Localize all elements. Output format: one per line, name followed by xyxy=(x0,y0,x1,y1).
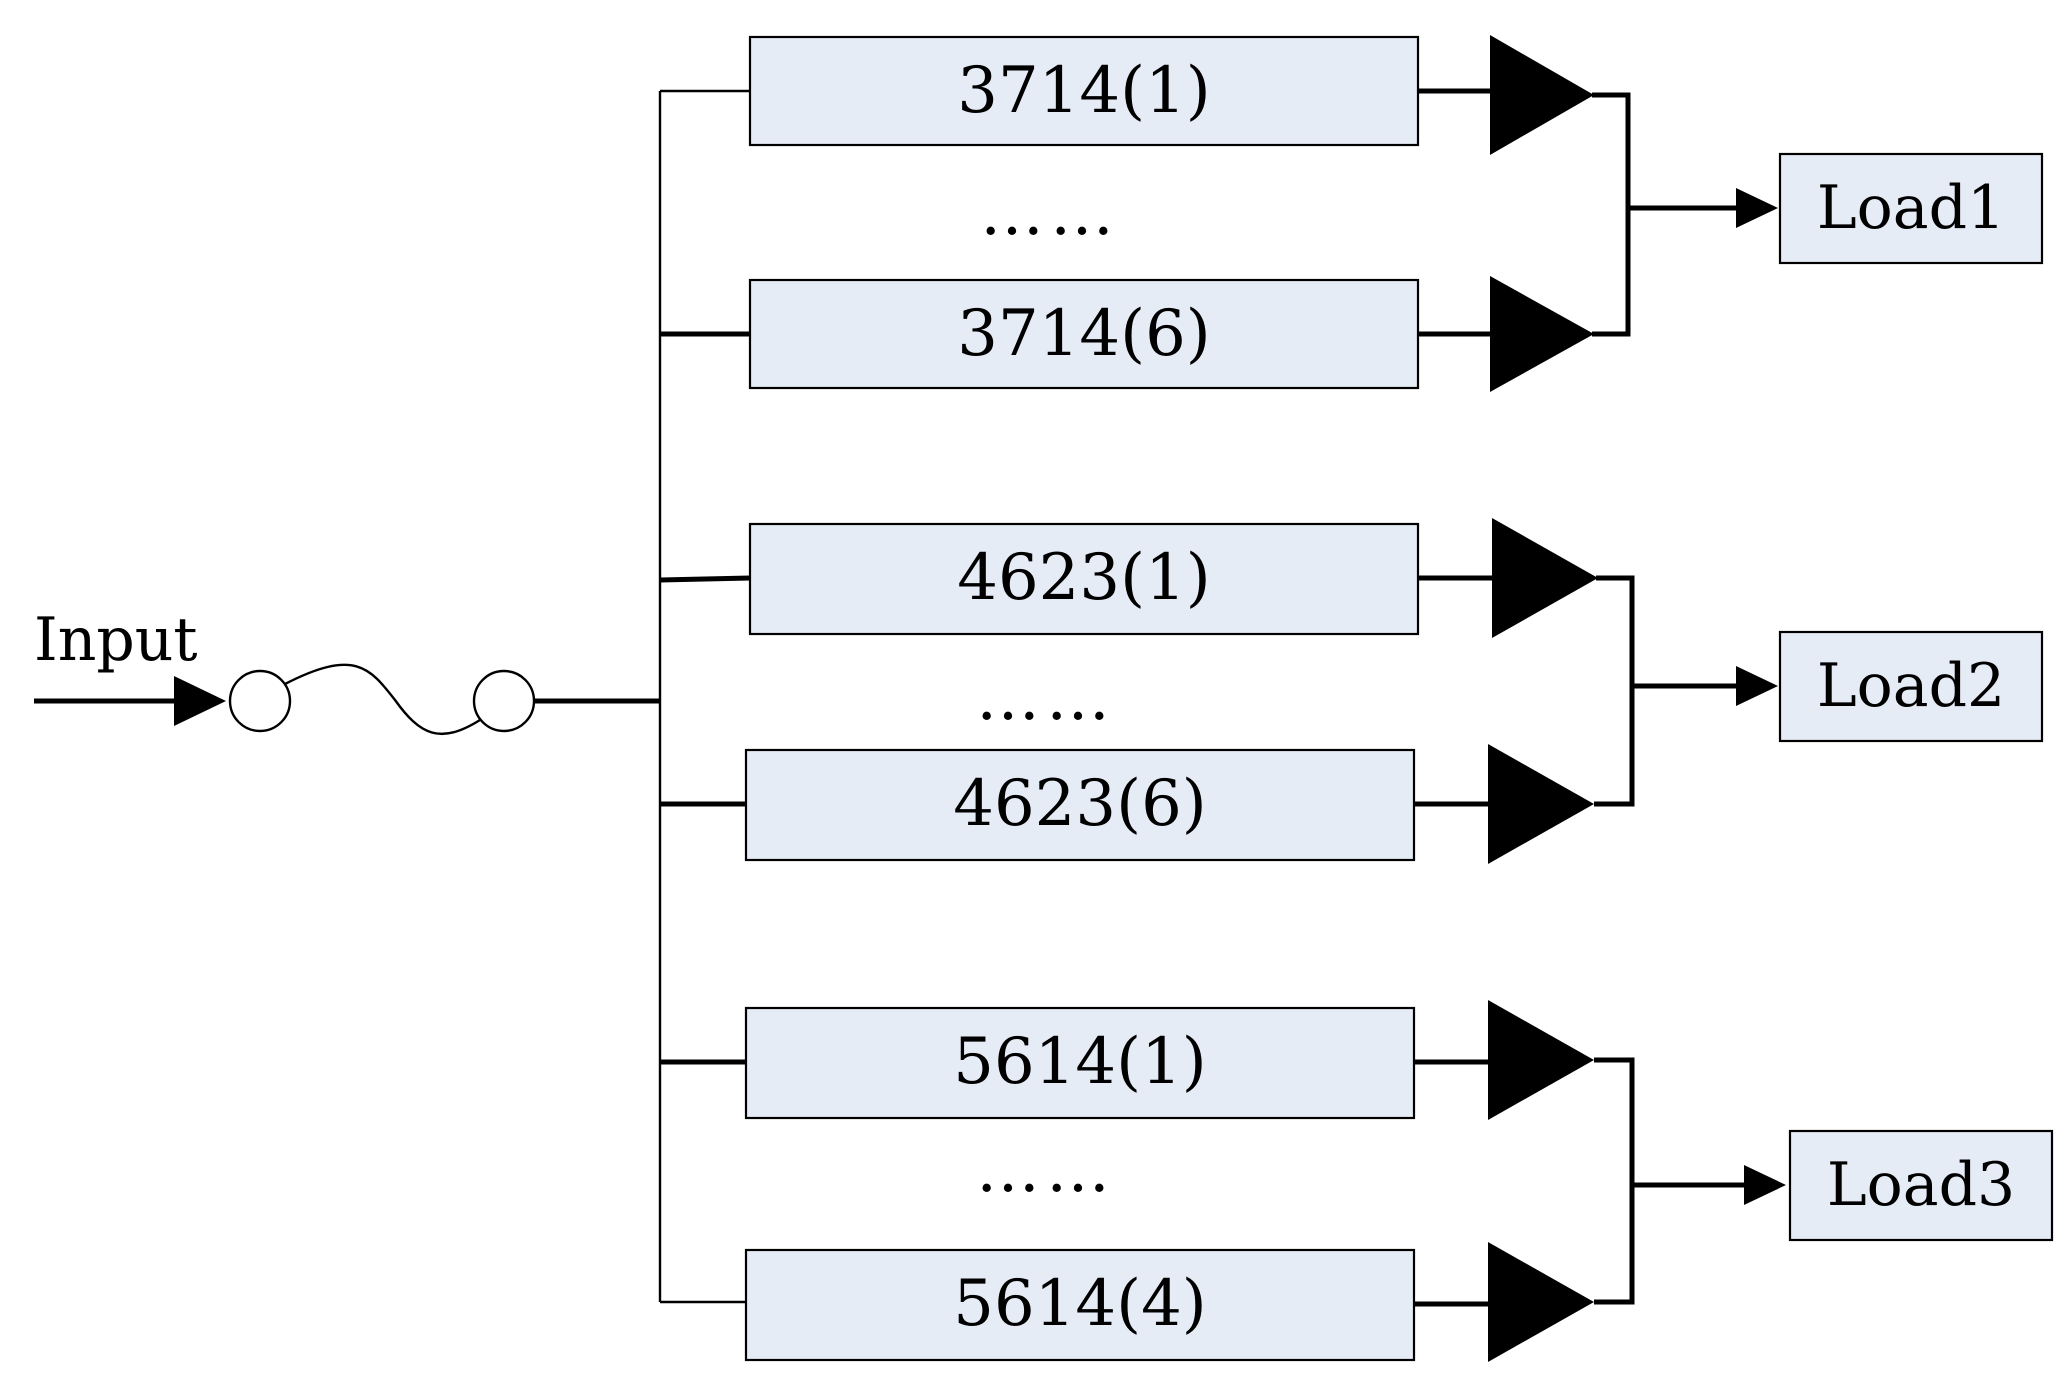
group-3: 5614(1) …… 5614(4) Load3 xyxy=(660,1000,2054,1362)
module-label: 5614(4) xyxy=(953,1267,1207,1341)
amplifier-triangle xyxy=(1490,35,1594,155)
group-2: 4623(1) …… 4623(6) Load2 xyxy=(659,518,2044,864)
module-box xyxy=(748,522,1420,636)
amplifier-triangle xyxy=(1488,744,1594,864)
amplifier-triangle xyxy=(1488,1242,1594,1362)
ellipsis: …… xyxy=(976,661,1116,735)
input-arrowhead xyxy=(174,676,226,726)
module-label: 5614(1) xyxy=(953,1025,1207,1099)
ellipsis: …… xyxy=(980,176,1120,250)
feed-line xyxy=(659,575,751,583)
input-label: Input xyxy=(34,605,198,675)
amplifier-triangle xyxy=(1488,1000,1594,1120)
module-box xyxy=(748,278,1420,390)
amplifier-triangle xyxy=(1490,276,1594,392)
load-label: Load1 xyxy=(1817,173,2005,243)
load-arrowhead xyxy=(1736,666,1778,706)
load-arrowhead xyxy=(1744,1165,1786,1205)
load-label: Load2 xyxy=(1817,651,2005,721)
module-label: 4623(1) xyxy=(957,541,1211,615)
combiner-line xyxy=(1592,92,1631,337)
module-box xyxy=(744,1248,1416,1362)
module-box xyxy=(748,35,1420,147)
splitter-left-port xyxy=(228,669,292,733)
group-1: 3714(1) …… 3714(6) Load1 xyxy=(660,35,2044,392)
load-arrowhead xyxy=(1736,188,1778,228)
module-label: 4623(6) xyxy=(953,767,1207,841)
splitter-right-port xyxy=(472,669,536,733)
module-box xyxy=(744,1006,1416,1120)
combiner-line xyxy=(1594,1057,1635,1305)
load-box xyxy=(1778,630,2044,743)
load-label: Load3 xyxy=(1827,1150,2015,1220)
module-label: 3714(6) xyxy=(957,297,1211,371)
ellipsis: …… xyxy=(976,1133,1116,1207)
module-box xyxy=(744,748,1416,862)
splitter-curve xyxy=(284,663,481,736)
amplifier-triangle xyxy=(1492,518,1598,638)
load-box xyxy=(1778,152,2044,265)
module-label: 3714(1) xyxy=(957,54,1211,128)
load-box xyxy=(1788,1129,2054,1242)
combiner-line xyxy=(1594,575,1635,807)
